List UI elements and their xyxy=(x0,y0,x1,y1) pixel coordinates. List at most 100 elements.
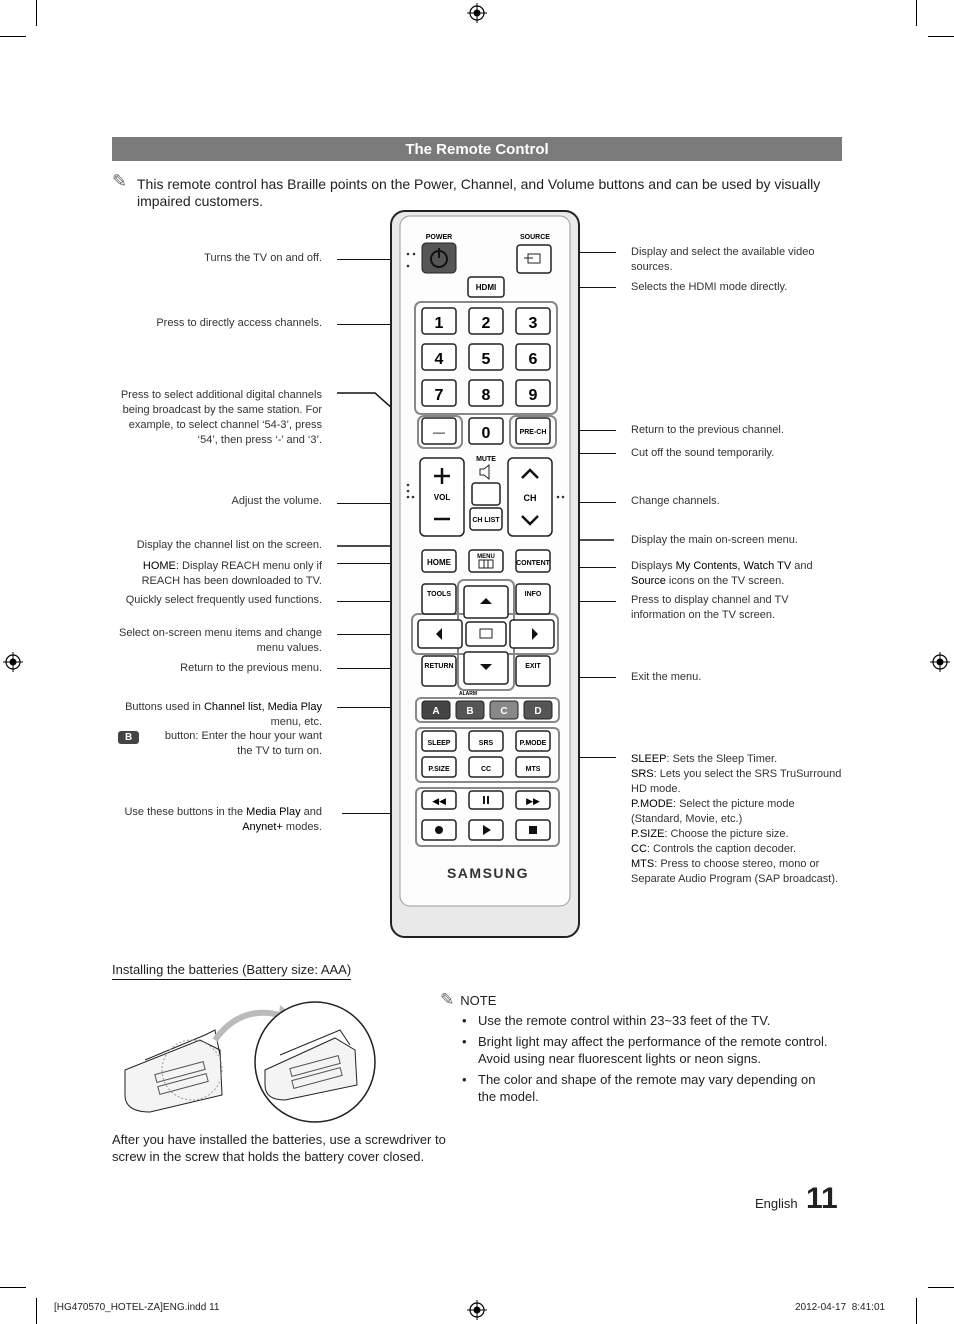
srs-button[interactable] xyxy=(468,730,504,752)
crop-mark xyxy=(36,0,37,26)
digit-7-label: 7 xyxy=(435,387,444,404)
psize-button[interactable] xyxy=(421,756,457,778)
leader-line xyxy=(552,677,616,678)
color-b-button[interactable] xyxy=(455,700,485,720)
fn-srs-text: : Lets you select the SRS TruSurround HD… xyxy=(631,768,842,795)
label-tools: Quickly select frequently used functions… xyxy=(125,594,322,606)
exit-button[interactable] xyxy=(515,655,551,687)
label-chlist: Display the channel list on the screen. xyxy=(136,539,322,551)
digit-6-button[interactable] xyxy=(515,343,551,371)
info-button[interactable] xyxy=(515,583,551,615)
leader-line xyxy=(550,252,616,253)
label-media-mid: and xyxy=(300,806,322,818)
digit-4-button[interactable] xyxy=(421,343,457,371)
label-content-mid: and xyxy=(791,560,813,572)
crop-mark xyxy=(928,1287,954,1288)
label-prech: Return to the previous channel. xyxy=(631,424,784,436)
color-a-button[interactable] xyxy=(421,700,451,720)
label-home-strong: HOME xyxy=(142,560,176,572)
home-button[interactable] xyxy=(421,549,457,573)
digit-6-label: 6 xyxy=(529,351,538,368)
content-button[interactable] xyxy=(515,549,551,573)
label-dash: Press to select additional digital chann… xyxy=(120,389,322,446)
hdmi-button[interactable] xyxy=(467,276,505,298)
hdmi-label: HDMI xyxy=(476,283,496,292)
label-media-strong1: Media Play xyxy=(246,806,301,818)
digit-9-button[interactable] xyxy=(515,379,551,407)
pmode-button[interactable] xyxy=(515,730,551,752)
leader-line xyxy=(552,430,616,431)
mts-button[interactable] xyxy=(515,756,551,778)
label-info: Press to display channel and TV informat… xyxy=(631,594,789,621)
tools-label: TOOLS xyxy=(427,591,451,598)
digit-8-button[interactable] xyxy=(468,379,504,407)
fn-mts-key: MTS xyxy=(631,858,655,870)
label-color-strong: Channel list, Media Play xyxy=(203,701,322,713)
digit-3-label: 3 xyxy=(529,315,538,332)
sleep-label: SLEEP xyxy=(428,740,451,747)
home-label: HOME xyxy=(427,558,452,567)
label-media-pre: Use these buttons in the xyxy=(124,806,247,818)
note-title: NOTE xyxy=(460,993,497,1008)
digit-0-button[interactable] xyxy=(468,417,504,445)
fn-pmode-text: : Select the picture mode (Standard, Mov… xyxy=(631,798,795,825)
digit-4-label: 4 xyxy=(435,351,444,368)
label-numbers: Press to directly access channels. xyxy=(156,317,322,329)
chlist-button[interactable] xyxy=(469,507,503,531)
sleep-button[interactable] xyxy=(421,730,457,752)
forward-button[interactable] xyxy=(515,790,551,810)
label-return: Return to the previous menu. xyxy=(180,662,322,674)
label-hdmi: Selects the HDMI mode directly. xyxy=(631,281,788,293)
label-menu: Display the main on-screen menu. xyxy=(631,534,798,546)
menu-button[interactable] xyxy=(468,549,504,573)
digit-5-button[interactable] xyxy=(468,343,504,371)
digit-7-button[interactable] xyxy=(421,379,457,407)
source-button[interactable] xyxy=(516,244,552,274)
color-c-button[interactable] xyxy=(489,700,519,720)
fn-srs: SRS: Lets you select the SRS TruSurround… xyxy=(631,767,843,797)
enter-button[interactable] xyxy=(465,621,507,647)
leader-line xyxy=(337,259,422,260)
leader-line xyxy=(337,668,422,669)
digit-1-label: 1 xyxy=(435,315,444,332)
label-volume: Adjust the volume. xyxy=(231,495,323,507)
fn-sleep-text: : Sets the Sleep Timer. xyxy=(666,753,778,765)
mute-label: MUTE xyxy=(476,456,496,463)
registration-mark-icon xyxy=(930,652,950,672)
fn-pmode: P.MODE: Select the picture mode (Standar… xyxy=(631,797,843,827)
label-color-buttons: Buttons used in Channel list, Media Play… xyxy=(112,700,322,730)
leader-line xyxy=(337,634,417,635)
ch-label: CH xyxy=(524,493,537,503)
intro-text: This remote control has Braille points o… xyxy=(137,176,821,209)
label-channel: Change channels. xyxy=(631,495,720,507)
digit-5-label: 5 xyxy=(482,351,491,368)
color-d-label: D xyxy=(534,706,541,717)
fn-pmode-key: P.MODE xyxy=(631,798,673,810)
label-power: Turns the TV on and off. xyxy=(204,252,322,264)
return-button[interactable] xyxy=(421,655,457,687)
note-item: The color and shape of the remote may va… xyxy=(462,1071,832,1105)
rewind-button[interactable] xyxy=(421,790,457,810)
prech-button[interactable] xyxy=(515,417,551,445)
digit-2-label: 2 xyxy=(482,315,491,332)
color-d-button[interactable] xyxy=(523,700,553,720)
digit-2-button[interactable] xyxy=(468,307,504,335)
cc-button[interactable] xyxy=(468,756,504,778)
psize-label: P.SIZE xyxy=(428,766,450,773)
label-media-strong2: Anynet+ xyxy=(242,821,283,833)
dash-button[interactable] xyxy=(421,417,457,445)
forward-icon: ▶▶ xyxy=(526,797,540,807)
mute-button[interactable] xyxy=(471,482,501,506)
registration-mark-icon xyxy=(467,3,487,23)
b-badge: B xyxy=(118,731,140,744)
volume-rocker[interactable] xyxy=(419,457,465,537)
tools-button[interactable] xyxy=(421,583,457,615)
digit-3-button[interactable] xyxy=(515,307,551,335)
content-label: CONTENT xyxy=(516,560,551,567)
label-exit: Exit the menu. xyxy=(631,671,702,683)
digit-1-button[interactable] xyxy=(421,307,457,335)
crop-mark xyxy=(916,0,917,26)
channel-rocker[interactable] xyxy=(507,457,553,537)
pause-button[interactable] xyxy=(468,790,504,810)
